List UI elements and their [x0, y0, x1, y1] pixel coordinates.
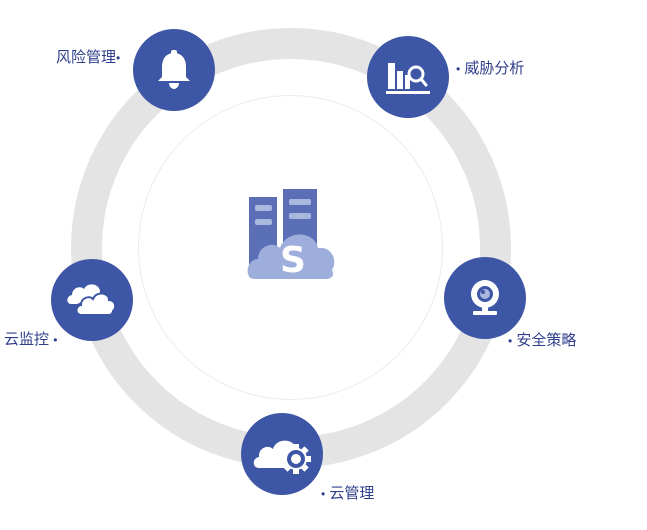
node-security-policy[interactable]: [444, 257, 526, 339]
center-letter: S: [280, 240, 306, 281]
bell-icon: [158, 50, 190, 89]
cloud-server-icon: S: [247, 189, 335, 281]
label-text: 云管理: [329, 485, 375, 502]
bullet-dot: •: [116, 51, 121, 65]
label-text: 威胁分析: [464, 60, 525, 77]
node-label-risk-management: 风险管理•: [56, 49, 120, 67]
inner-ring: [138, 95, 443, 400]
bullet-dot: •: [321, 487, 326, 501]
node-label-threat-analysis: • 威胁分析: [456, 60, 524, 78]
label-text: 风险管理: [56, 49, 117, 66]
node-cloud-management[interactable]: [241, 413, 323, 495]
webcam-icon: [471, 280, 499, 315]
node-cloud-monitoring[interactable]: [51, 259, 133, 341]
bullet-dot: •: [53, 333, 58, 347]
label-text: 云监控: [4, 331, 50, 348]
label-text: 安全策略: [516, 332, 577, 349]
center-logo: S: [246, 186, 338, 287]
bullet-dot: •: [456, 62, 461, 76]
clouds-icon: [67, 284, 117, 316]
node-threat-analysis[interactable]: [367, 36, 449, 118]
bullet-dot: •: [508, 334, 513, 348]
analysis-icon: [386, 63, 430, 94]
node-label-cloud-monitoring: 云监控 •: [4, 331, 57, 349]
node-label-security-policy: • 安全策略: [508, 332, 576, 350]
node-risk-management[interactable]: [133, 29, 215, 111]
node-label-cloud-management: • 云管理: [321, 485, 374, 503]
cloud-gear-icon: [253, 440, 311, 474]
